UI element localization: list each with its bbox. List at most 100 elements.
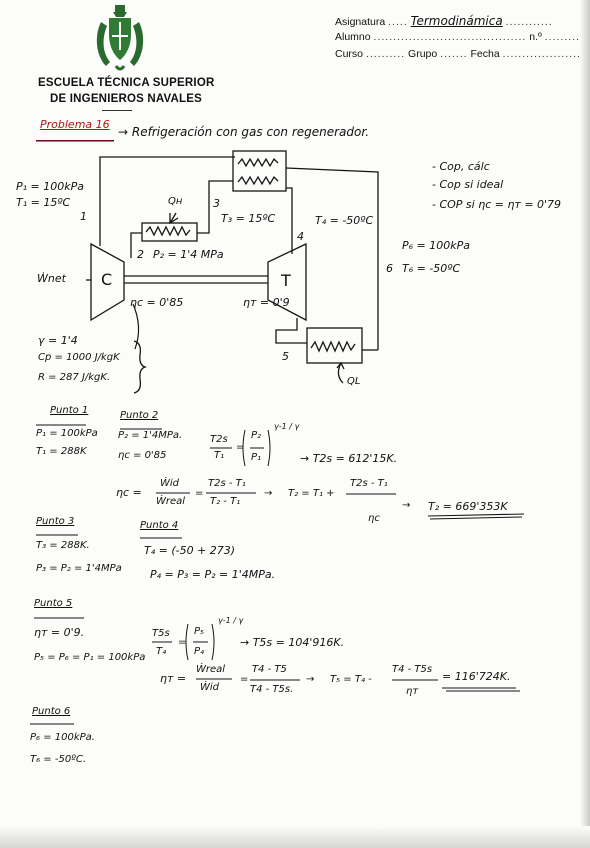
school-underline (102, 110, 132, 111)
p2-eq2-arrow: → (264, 488, 273, 499)
punto3-p: P₃ = P₂ = 1'4MPa (36, 563, 122, 574)
punto1-t: T₁ = 288K (36, 446, 87, 457)
punto1-p: P₁ = 100kPa (36, 428, 98, 439)
problem-title: → Refrigeración con gas con regenerador. (118, 125, 370, 139)
punto5-title: Punto 5 (34, 598, 73, 609)
p2-eq1-lhs-den: T₁ (214, 450, 225, 461)
compressor-label: C (101, 270, 113, 289)
p5-eq2-t5: T₅ = T₄ - (330, 674, 372, 685)
problem-label: Problema 16 (40, 118, 110, 131)
punto6-t: T₆ = -50ºC. (30, 754, 87, 765)
p2-eq2-f3-den: ηc (368, 513, 380, 524)
diagram-t3: T₃ = 15ºC (221, 212, 276, 225)
ask-3: - COP si ηc = ηт = 0'79 (432, 198, 562, 211)
numero-label: n.º (529, 31, 542, 43)
p2-eq2-f2-num: T2s - T₁ (208, 478, 246, 489)
p2-eq2-t2: T₂ = T₁ + (288, 488, 335, 499)
punto5-eta: ηт = 0'9. (34, 626, 85, 639)
p2-eq2-arrow2: → (402, 500, 411, 511)
p5-eq1-exp: γ-1 / γ (218, 616, 244, 625)
punto6-p: P₆ = 100kPa. (30, 732, 95, 743)
diagram-p2: P₂ = 1'4 MPa (153, 248, 224, 261)
p5-eq2-f1-num: Ẇreal (196, 664, 226, 675)
diagram-node-2: 2 (137, 248, 144, 261)
punto1-title: Punto 1 (50, 405, 89, 416)
p2-eq2-f1-num: Ẇid (160, 478, 180, 489)
p2-eq1-exp: γ-1 / γ (274, 422, 300, 431)
p5-eq1-in-num: P₅ (194, 626, 205, 637)
p2-eq1-lhs-num: T2s (210, 434, 228, 445)
punto4-title: Punto 4 (140, 520, 179, 531)
p5-eq1-lhs-den: T₄ (156, 646, 167, 657)
diagram-node-5: 5 (282, 350, 289, 363)
ask-2: - Cop si ideal (432, 178, 504, 191)
diagram-t1: T₁ = 15ºC (16, 196, 71, 209)
p2-eq2-result: T₂ = 669'353K (428, 500, 508, 513)
school-name-line1: ESCUELA TÉCNICA SUPERIOR (38, 77, 215, 89)
p5-eq2-result: = 116'724K. (442, 670, 511, 683)
alumno-field: Alumno .................................… (335, 31, 590, 43)
p5-eq2-f1-den: Ẇid (200, 682, 220, 693)
p2-eq2-eta: ηc = (116, 486, 142, 499)
p5-eq2-eta: ηт = (160, 672, 187, 685)
asignatura-label: Asignatura (335, 16, 386, 28)
p2-eq2-f2-den: T₂ - T₁ (210, 496, 241, 507)
page-edge-bottom (0, 826, 590, 848)
diagram-eta-c: ηc = 0'85 (130, 296, 184, 309)
diagram-ql: QL (347, 376, 361, 387)
p2-eq2-eq: = (195, 488, 204, 499)
diagram-t4: T₄ = -50ºC (315, 214, 374, 227)
punto5-p: P₅ = P₆ = P₁ = 100kPa (34, 652, 146, 663)
prop-gamma: γ = 1'4 (38, 334, 78, 347)
asignatura-field: Asignatura ..... Termodinámica .........… (335, 14, 553, 28)
school-name-line2: DE INGENIEROS NAVALES (50, 93, 203, 105)
punto3-title: Punto 3 (36, 516, 75, 527)
p2-eq2-f3-num: T2s - T₁ (350, 478, 388, 489)
punto3-t: T₃ = 288K. (36, 540, 90, 551)
p2-eq1-in-num: P₂ (251, 430, 262, 441)
p2-eq1-result: → T2s = 612'15K. (300, 452, 398, 465)
curso-grupo-fecha-field: Curso .......... Grupo ....... Fecha ...… (335, 48, 585, 60)
diagram-node-1: 1 (80, 210, 87, 223)
diagram-eta-t: ηт = 0'9 (243, 296, 290, 309)
ask-1: - Cop, cálc (432, 160, 490, 173)
p5-eq2-arrow: → (306, 674, 315, 685)
page-edge-right (580, 0, 590, 848)
asignatura-value: Termodinámica (410, 14, 503, 28)
p5-eq1-eq: = (178, 637, 187, 648)
punto2-eta: ηc = 0'85 (118, 450, 167, 461)
p5-eq2-eq: = (240, 674, 249, 685)
prop-cp: Cp = 1000 J/kgK (38, 352, 120, 363)
punto4-t: T₄ = (-50 + 273) (144, 544, 236, 557)
p2-eq1-eq: = (236, 442, 245, 453)
turbine-label: T (281, 271, 291, 290)
prop-r: R = 287 J/kgK. (38, 372, 111, 383)
grupo-label: Grupo (408, 48, 438, 60)
alumno-label: Alumno (335, 31, 371, 43)
fecha-label: Fecha (470, 48, 500, 60)
diagram-node-4: 4 (297, 230, 304, 243)
diagram-node-3: 3 (213, 197, 220, 210)
diagram-p6: P₆ = 100kPa (402, 239, 470, 252)
punto6-title: Punto 6 (32, 706, 71, 717)
p5-eq2-f3-num: T4 - T5s (392, 664, 433, 675)
diagram-qh: Qн (168, 196, 183, 207)
punto4-p: P₄ = P₃ = P₂ = 1'4MPa. (150, 568, 276, 581)
p5-eq1-in-den: P₄ (194, 646, 205, 657)
diagram-node-6: 6 (386, 262, 393, 275)
diagram-p1: P₁ = 100kPa (16, 180, 84, 193)
p5-eq2-f2-num: T4 - T5 (252, 664, 287, 675)
p5-eq1-lhs-num: T5s (152, 628, 170, 639)
p5-eq2-f2-den: T4 - T5s. (250, 684, 294, 695)
punto2-p: P₂ = 1'4MPa. (118, 430, 183, 441)
p2-eq1-in-den: P₁ (251, 452, 262, 463)
p5-eq2-f3-den: ηт (406, 686, 419, 697)
diagram-wnet: Ẇnet (37, 272, 66, 285)
p5-eq1-result: → T5s = 104'916K. (240, 636, 345, 649)
diagram-t6: T₆ = -50ºC (402, 262, 461, 275)
punto2-title: Punto 2 (120, 410, 159, 421)
curso-label: Curso (335, 48, 364, 60)
